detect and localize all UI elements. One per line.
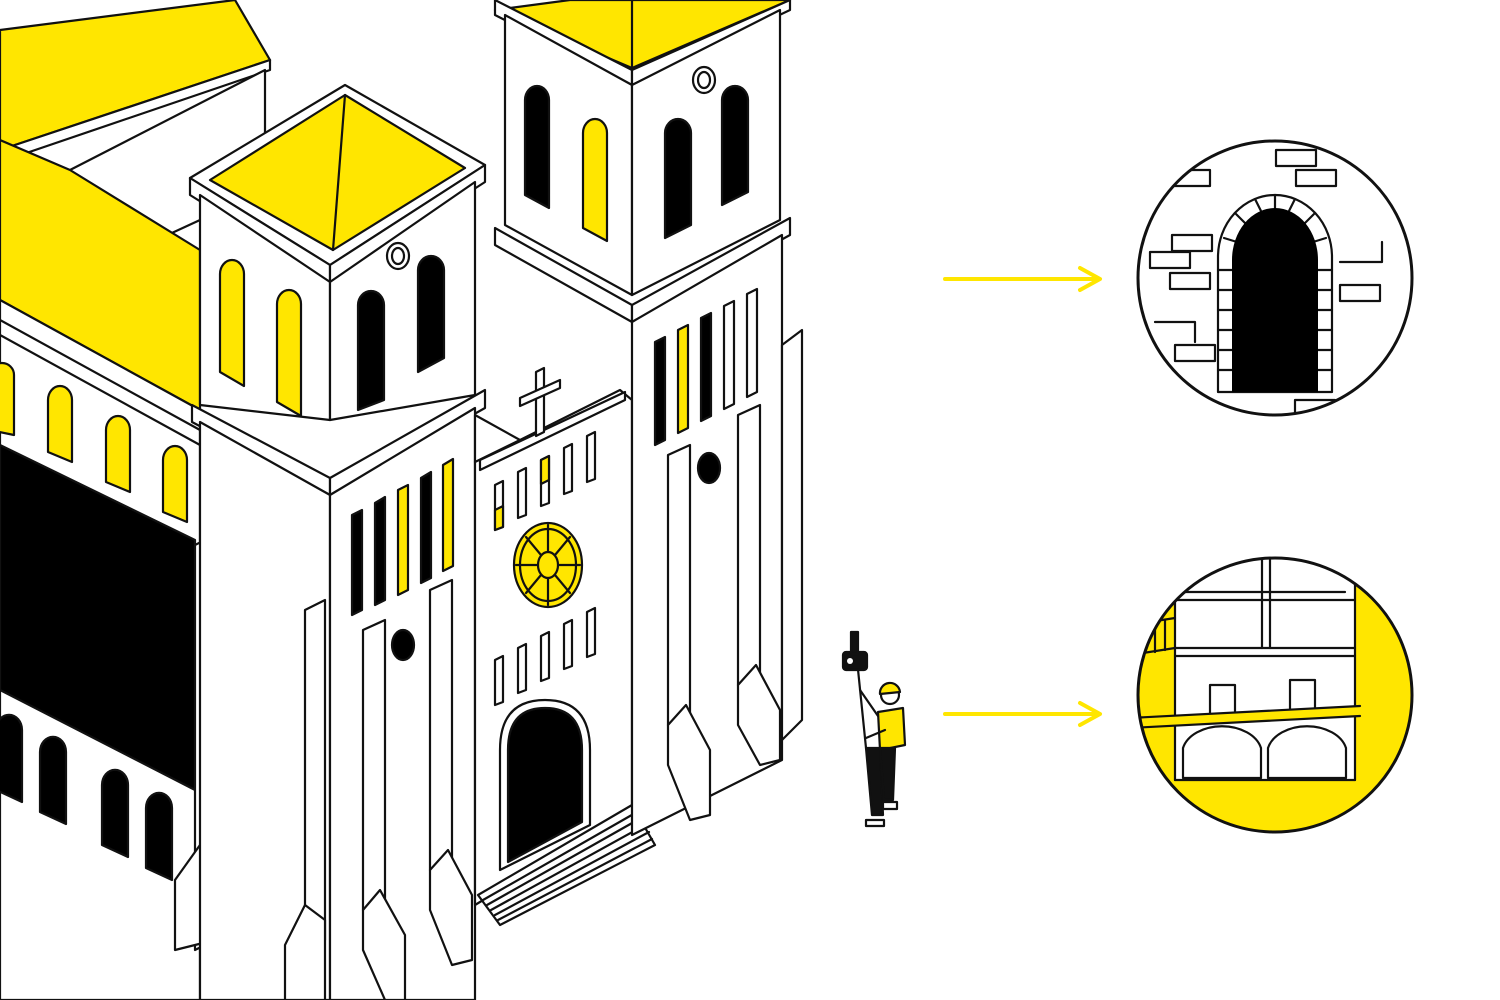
right-tower [493,0,804,837]
central-facade [473,366,657,927]
arrow-right-icon [943,701,1102,727]
tower-louvres-left [350,457,455,617]
arcade-windows [0,713,174,882]
cross-icon [518,366,562,438]
left-tower [188,83,487,1000]
rose-window [512,521,584,609]
tower-louvres-right [653,287,759,447]
surveyor-figure [841,630,907,828]
clerestory-windows [0,361,189,524]
magnifier-circle-doorway [1136,139,1414,417]
entrance-steps [476,803,657,927]
camera-icon [841,630,869,672]
arrow-right-icon [943,266,1102,292]
magnifier-circle-interior [1136,556,1414,834]
